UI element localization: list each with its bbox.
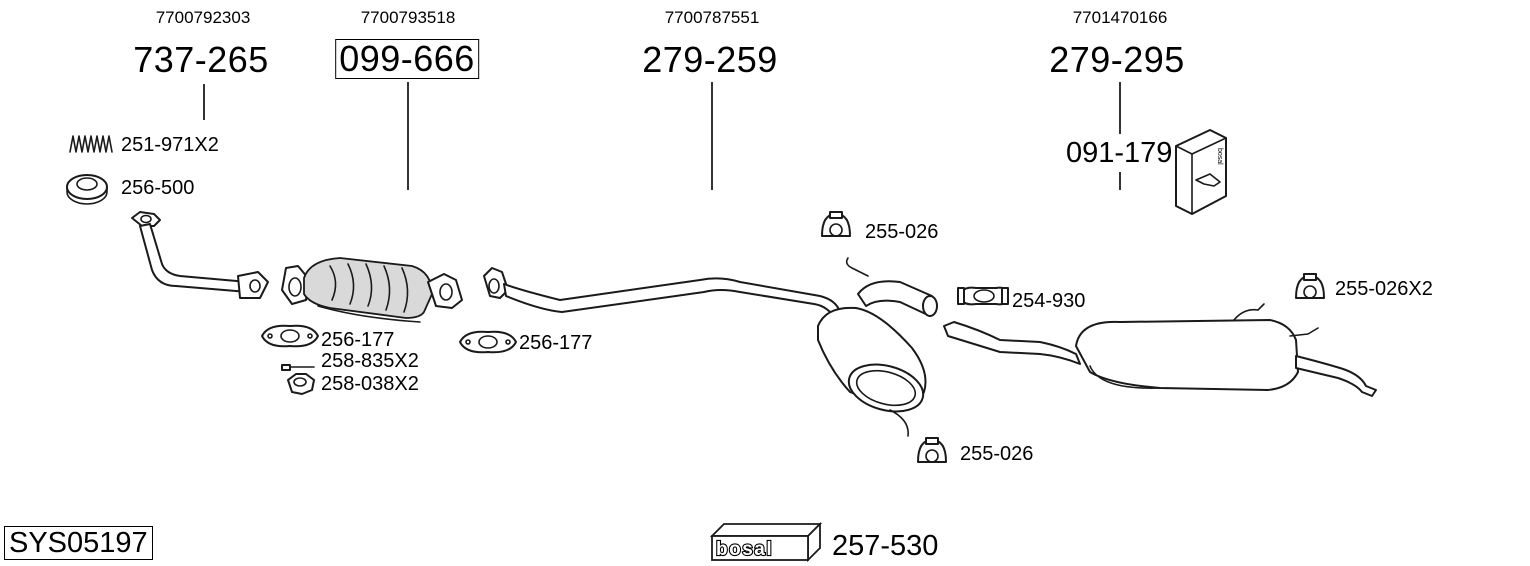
oe-number-front-pipe: 7700792303 <box>155 8 251 27</box>
box-logo-text: bosal <box>1216 148 1223 165</box>
front-pipe-icon <box>131 211 269 299</box>
part-number-rear-silencer[interactable]: 279-295 <box>1049 39 1185 80</box>
label-spring[interactable]: 251-971X2 <box>121 134 219 156</box>
label-ring-gasket[interactable]: 256-500 <box>121 177 195 199</box>
label-hanger-rear[interactable]: 255-026X2 <box>1335 278 1433 300</box>
label-hanger-top[interactable]: 255-026 <box>865 221 939 243</box>
label-nut[interactable]: 258-038X2 <box>321 373 419 395</box>
oe-number-catalyst: 7700793518 <box>360 8 456 27</box>
nut-icon <box>287 373 315 395</box>
label-gasket-middle[interactable]: 256-177 <box>519 332 593 354</box>
catalytic-converter-icon <box>281 257 463 323</box>
label-hanger-bottom[interactable]: 255-026 <box>960 443 1034 465</box>
system-code: SYS05197 <box>4 526 153 560</box>
gasket-icon <box>261 324 319 348</box>
middle-pipe-icon <box>483 267 853 327</box>
middle-silencer-icon <box>817 257 938 437</box>
assembly-kit-number[interactable]: 257-530 <box>832 530 939 562</box>
oe-number-rear-silencer: 7701470166 <box>1072 8 1168 27</box>
label-gasket-catalyst[interactable]: 256-177 <box>321 329 395 351</box>
bolt-icon <box>281 364 315 371</box>
bosal-logo-icon: bosal <box>709 521 823 563</box>
label-bolt[interactable]: 258-835X2 <box>321 350 419 372</box>
hanger-icon-rear <box>1295 273 1325 299</box>
ring-gasket-icon <box>66 174 108 205</box>
label-clamp[interactable]: 254-930 <box>1012 290 1086 312</box>
mounting-kit-box-icon: bosal <box>1175 129 1227 215</box>
hanger-icon-top <box>821 211 851 237</box>
hanger-icon-bottom <box>917 437 947 463</box>
spring-icon <box>69 135 113 153</box>
oe-number-middle-silencer: 7700787551 <box>664 8 760 27</box>
part-number-front-pipe[interactable]: 737-265 <box>133 39 269 80</box>
gasket-mid-icon <box>459 330 517 354</box>
part-number-middle-silencer[interactable]: 279-259 <box>642 39 778 80</box>
label-mounting-kit[interactable]: 091-179 <box>1066 137 1173 169</box>
bosal-logo-text: bosal <box>716 539 773 560</box>
rear-silencer-icon <box>943 303 1377 397</box>
part-number-catalyst[interactable]: 099-666 <box>335 39 479 79</box>
clamp-icon <box>957 286 1009 306</box>
